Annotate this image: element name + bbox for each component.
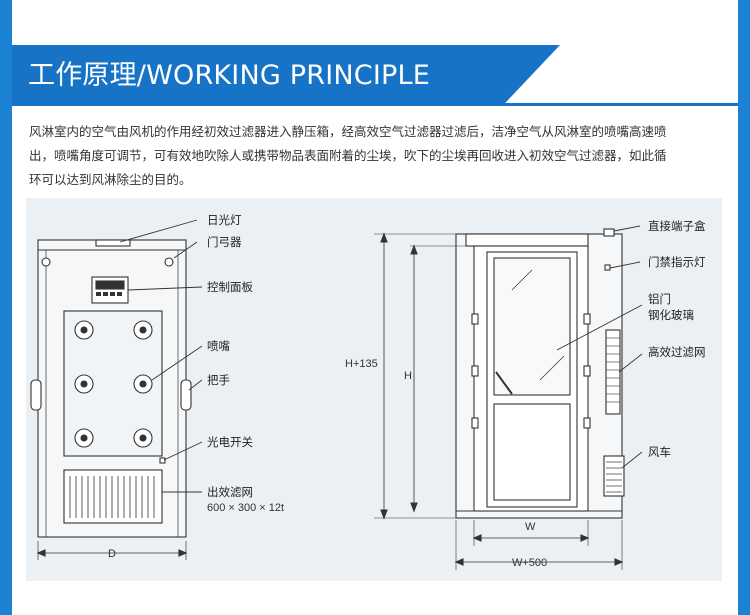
front-dim-label-d: D	[108, 548, 116, 560]
description-line: 风淋室内的空气由风机的作用经初效过滤器进入静压箱，经高效空气过滤器过滤后，洁净空…	[29, 124, 667, 139]
label-handle: 把手	[207, 373, 230, 387]
label-control-panel: 控制面板	[207, 280, 253, 294]
label-outlet-filter-size: 600 × 300 × 12t	[207, 502, 284, 514]
door-lower-panel	[493, 403, 571, 501]
hinge	[583, 365, 591, 377]
label-door-lock: 门弓器	[207, 235, 242, 249]
dim-arrow	[380, 509, 388, 520]
leader-control-panel	[127, 286, 203, 291]
glass-reflection	[511, 269, 533, 291]
handle-right	[180, 379, 192, 411]
leader-access-indicator	[609, 261, 641, 269]
label-fan: 风车	[648, 445, 671, 459]
dim-label-h135: H+135	[345, 358, 378, 370]
handle-left	[30, 379, 42, 411]
title-banner	[12, 45, 560, 103]
dim-arrow	[410, 502, 418, 513]
label-access-indicator: 门禁指示灯	[648, 255, 706, 269]
technical-drawing: 日光灯 门弓器 控制面板 喷嘴 把手 光电开关 出效滤网 600 × 300 ×…	[26, 198, 722, 581]
daylight-lamp	[95, 239, 131, 247]
side-view	[374, 228, 625, 570]
hepa-filter	[605, 329, 621, 415]
fan-blades	[606, 461, 622, 493]
hinge	[471, 417, 479, 429]
outlet-filter	[63, 469, 163, 524]
glass-reflection	[539, 355, 565, 381]
dim-arrow	[454, 558, 464, 566]
section-title: 工作原理/WORKING PRINCIPLE	[28, 60, 430, 91]
description-line: 出，喷嘴角度可调节，可有效地吹除人或携带物品表面附着的尘埃，吹下的尘埃再回收进入…	[29, 148, 667, 163]
title-underline	[12, 103, 738, 106]
label-nozzle: 喷嘴	[207, 339, 230, 353]
dim-arrow	[580, 534, 590, 542]
hinge	[583, 417, 591, 429]
label-door-material-2: 钢化玻璃	[648, 308, 694, 322]
front-view	[30, 239, 192, 560]
dim-arrow	[410, 244, 418, 255]
label-door-material-1: 铝门	[648, 292, 671, 306]
control-buttons	[96, 292, 122, 296]
door-closer-left	[41, 257, 51, 267]
door-glass-pane	[493, 257, 571, 396]
label-junction-box: 直接端子盒	[648, 219, 706, 233]
content-panel: 工作原理/WORKING PRINCIPLE 风淋室内的空气由风机的作用经初效过…	[12, 0, 738, 615]
side-top-header	[465, 233, 589, 247]
leader-hepa-filter	[618, 353, 643, 373]
dim-arrow	[380, 232, 388, 243]
leader-fan	[621, 451, 643, 469]
hinge	[583, 313, 591, 325]
leader-nozzle	[151, 345, 203, 381]
description-line: 环可以达到风淋除尘的目的。	[29, 172, 192, 187]
door-handle	[495, 371, 513, 395]
hinge	[471, 365, 479, 377]
label-daylight-lamp: 日光灯	[207, 213, 242, 227]
leader-photo-switch	[163, 441, 203, 461]
label-hepa-filter: 高效过滤网	[648, 345, 706, 359]
front-dim-arrow-right	[178, 549, 188, 557]
hepa-filter-pleats	[606, 337, 620, 403]
junction-box	[603, 228, 615, 237]
dim-label-h: H	[404, 370, 412, 382]
label-photo-switch: 光电开关	[207, 435, 253, 449]
dim-arrow	[472, 534, 482, 542]
leader-handle	[188, 379, 203, 391]
dim-arrow	[614, 558, 624, 566]
leader-daylight-lamp	[119, 219, 198, 243]
front-leaders	[119, 219, 203, 493]
nozzle-array	[74, 320, 153, 448]
door-closer-right	[164, 257, 174, 267]
outlet-filter-slats	[69, 476, 155, 518]
side-leaders	[556, 225, 643, 469]
control-display	[95, 280, 125, 290]
leader-door-lock	[173, 241, 198, 259]
access-indicator	[604, 264, 611, 271]
label-outlet-filter: 出效滤网	[207, 485, 253, 499]
hinge	[471, 313, 479, 325]
leader-door-material	[556, 304, 643, 351]
front-dim-arrow-left	[36, 549, 46, 557]
leader-junction-box	[613, 225, 641, 232]
dim-label-w: W	[525, 521, 536, 533]
dim-label-w500: W+500	[512, 557, 547, 569]
description-text: 风淋室内的空气由风机的作用经初效过滤器进入静压箱，经高效空气过滤器过滤后，洁净空…	[29, 120, 723, 192]
photo-switch	[159, 457, 166, 464]
